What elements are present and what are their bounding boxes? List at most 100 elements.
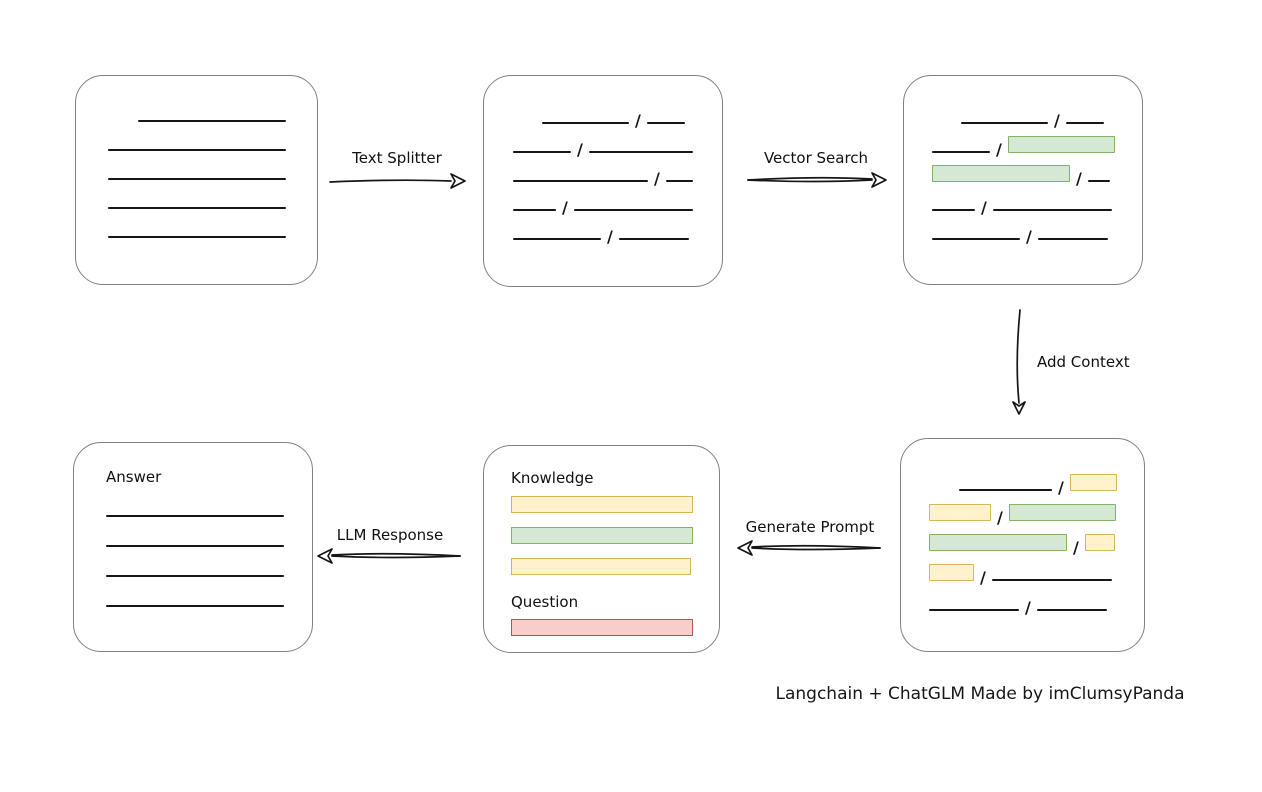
- text-line: [992, 209, 1112, 211]
- text-row: [106, 577, 284, 607]
- green-chunk: [932, 165, 1070, 182]
- text-line: [106, 545, 284, 547]
- text-line: [138, 120, 286, 122]
- red-chunk-bar: [511, 619, 693, 636]
- context-chunks-box: /////: [900, 438, 1145, 652]
- slash-separator: /: [980, 568, 986, 587]
- slash-separator: /: [635, 111, 641, 130]
- text-row: [108, 151, 286, 180]
- answer-box: Answer: [73, 442, 313, 652]
- text-line: [108, 207, 286, 209]
- text-splitter-arrow: [329, 173, 466, 189]
- slash-separator: /: [1073, 538, 1079, 557]
- slash-separator: /: [1026, 227, 1032, 246]
- text-row: /: [513, 153, 722, 187]
- text-row: [108, 209, 286, 238]
- add-context-label: Add Context: [1037, 353, 1130, 371]
- yellow-chunk: [929, 504, 991, 521]
- yellow-chunk-bar: [511, 496, 693, 513]
- text-line: [1037, 238, 1108, 240]
- slash-separator: /: [562, 198, 568, 217]
- green-chunk: [1007, 136, 1115, 153]
- text-row: [106, 547, 284, 577]
- text-row: [108, 180, 286, 209]
- generate-prompt-arrow: [737, 540, 881, 556]
- text-row: [106, 487, 284, 517]
- text-line: [573, 209, 693, 211]
- text-line: [513, 209, 556, 211]
- text-line: [961, 122, 1048, 124]
- split-text-lines: / / / / /: [484, 76, 722, 286]
- text-line: [932, 238, 1020, 240]
- text-line: [108, 149, 286, 151]
- text-row: /: [929, 521, 1144, 556]
- source-document-box: [75, 75, 318, 285]
- llm-response-label: LLM Response: [336, 526, 444, 544]
- vector-matched-chunks-box: / / / / /: [903, 75, 1143, 285]
- slash-separator: /: [1076, 169, 1082, 188]
- llm-response-arrow: [317, 548, 461, 564]
- text-line: [1087, 180, 1110, 182]
- slash-separator: /: [1054, 111, 1060, 130]
- vector-search-label: Vector Search: [763, 149, 869, 167]
- text-line: [106, 605, 284, 607]
- matched-chunks-lines: / / / / /: [904, 76, 1142, 284]
- text-line: [513, 238, 601, 240]
- text-line: [513, 180, 648, 182]
- answer-lines: Answer: [74, 443, 312, 651]
- text-row: /: [932, 124, 1142, 158]
- text-row: /: [932, 211, 1142, 245]
- text-row: /: [513, 211, 722, 245]
- text-row: /: [932, 153, 1142, 187]
- text-row: /: [929, 461, 1144, 496]
- slash-separator: /: [1025, 598, 1031, 617]
- split-text-chunks-box: / / / / /: [483, 75, 723, 287]
- knowledge-label: Knowledge: [511, 469, 594, 487]
- text-line: [108, 236, 286, 238]
- text-line: [665, 180, 693, 182]
- text-line: [1065, 122, 1104, 124]
- text-line: [932, 151, 990, 153]
- text-row: [106, 517, 284, 547]
- add-context-arrow: [1012, 309, 1026, 415]
- text-line: [1036, 609, 1107, 611]
- diagram-caption: Langchain + ChatGLM Made by imClumsyPand…: [775, 684, 1185, 704]
- text-row: /: [513, 95, 722, 129]
- text-row: [108, 122, 286, 151]
- text-line: [106, 515, 284, 517]
- green-chunk: [1008, 504, 1116, 521]
- text-line: [106, 575, 284, 577]
- text-line: [618, 238, 689, 240]
- text-line: [929, 609, 1019, 611]
- yellow-chunk: [1069, 474, 1117, 491]
- text-line: [959, 489, 1052, 491]
- text-row: [108, 93, 286, 122]
- context-chunks-lines: /////: [901, 439, 1144, 651]
- question-label: Question: [511, 593, 579, 611]
- text-row: /: [513, 124, 722, 158]
- yellow-chunk: [929, 564, 974, 581]
- vector-search-arrow: [747, 172, 887, 188]
- slash-separator: /: [1058, 478, 1064, 497]
- slash-separator: /: [996, 140, 1002, 159]
- text-row: /: [932, 95, 1142, 129]
- text-row: /: [932, 182, 1142, 216]
- text-row: /: [929, 551, 1144, 586]
- text-splitter-label: Text Splitter: [352, 149, 442, 167]
- generate-prompt-label: Generate Prompt: [745, 518, 875, 536]
- slash-separator: /: [607, 227, 613, 246]
- answer-label: Answer: [106, 468, 162, 486]
- text-line: [646, 122, 685, 124]
- text-line: [991, 579, 1112, 581]
- green-chunk-bar: [511, 527, 693, 544]
- yellow-chunk: [1084, 534, 1115, 551]
- text-line: [108, 178, 286, 180]
- text-line: [588, 151, 693, 153]
- slash-separator: /: [654, 169, 660, 188]
- slash-separator: /: [981, 198, 987, 217]
- text-line: [542, 122, 629, 124]
- slash-separator: /: [577, 140, 583, 159]
